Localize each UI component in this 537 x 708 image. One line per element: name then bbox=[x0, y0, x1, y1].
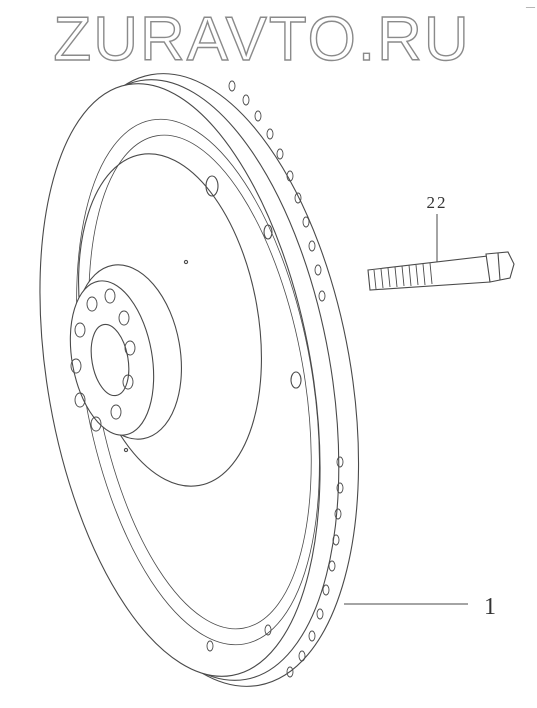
corner-mark: — bbox=[525, 2, 536, 12]
bolt-thread bbox=[373, 262, 433, 290]
face-hole bbox=[290, 371, 302, 389]
face-hole bbox=[205, 175, 219, 197]
callout-22: 22 bbox=[427, 193, 448, 262]
callout-label-1: 1 bbox=[484, 594, 496, 620]
hub-center-bore bbox=[90, 323, 130, 397]
hub-front bbox=[69, 280, 155, 436]
callout-label-22: 22 bbox=[427, 193, 448, 212]
bolt-shank bbox=[367, 255, 491, 291]
watermark-text: ZURAVTO.RU bbox=[53, 5, 470, 74]
face-hole bbox=[263, 224, 273, 240]
face-dot bbox=[123, 447, 129, 453]
ring-gear-holes bbox=[206, 80, 344, 678]
flywheel bbox=[39, 73, 360, 687]
bolt-head bbox=[485, 251, 515, 283]
hub-bolt-holes bbox=[70, 288, 136, 432]
face-dot bbox=[183, 259, 189, 265]
callout-1: 1 bbox=[344, 594, 496, 620]
bolt bbox=[367, 251, 515, 291]
